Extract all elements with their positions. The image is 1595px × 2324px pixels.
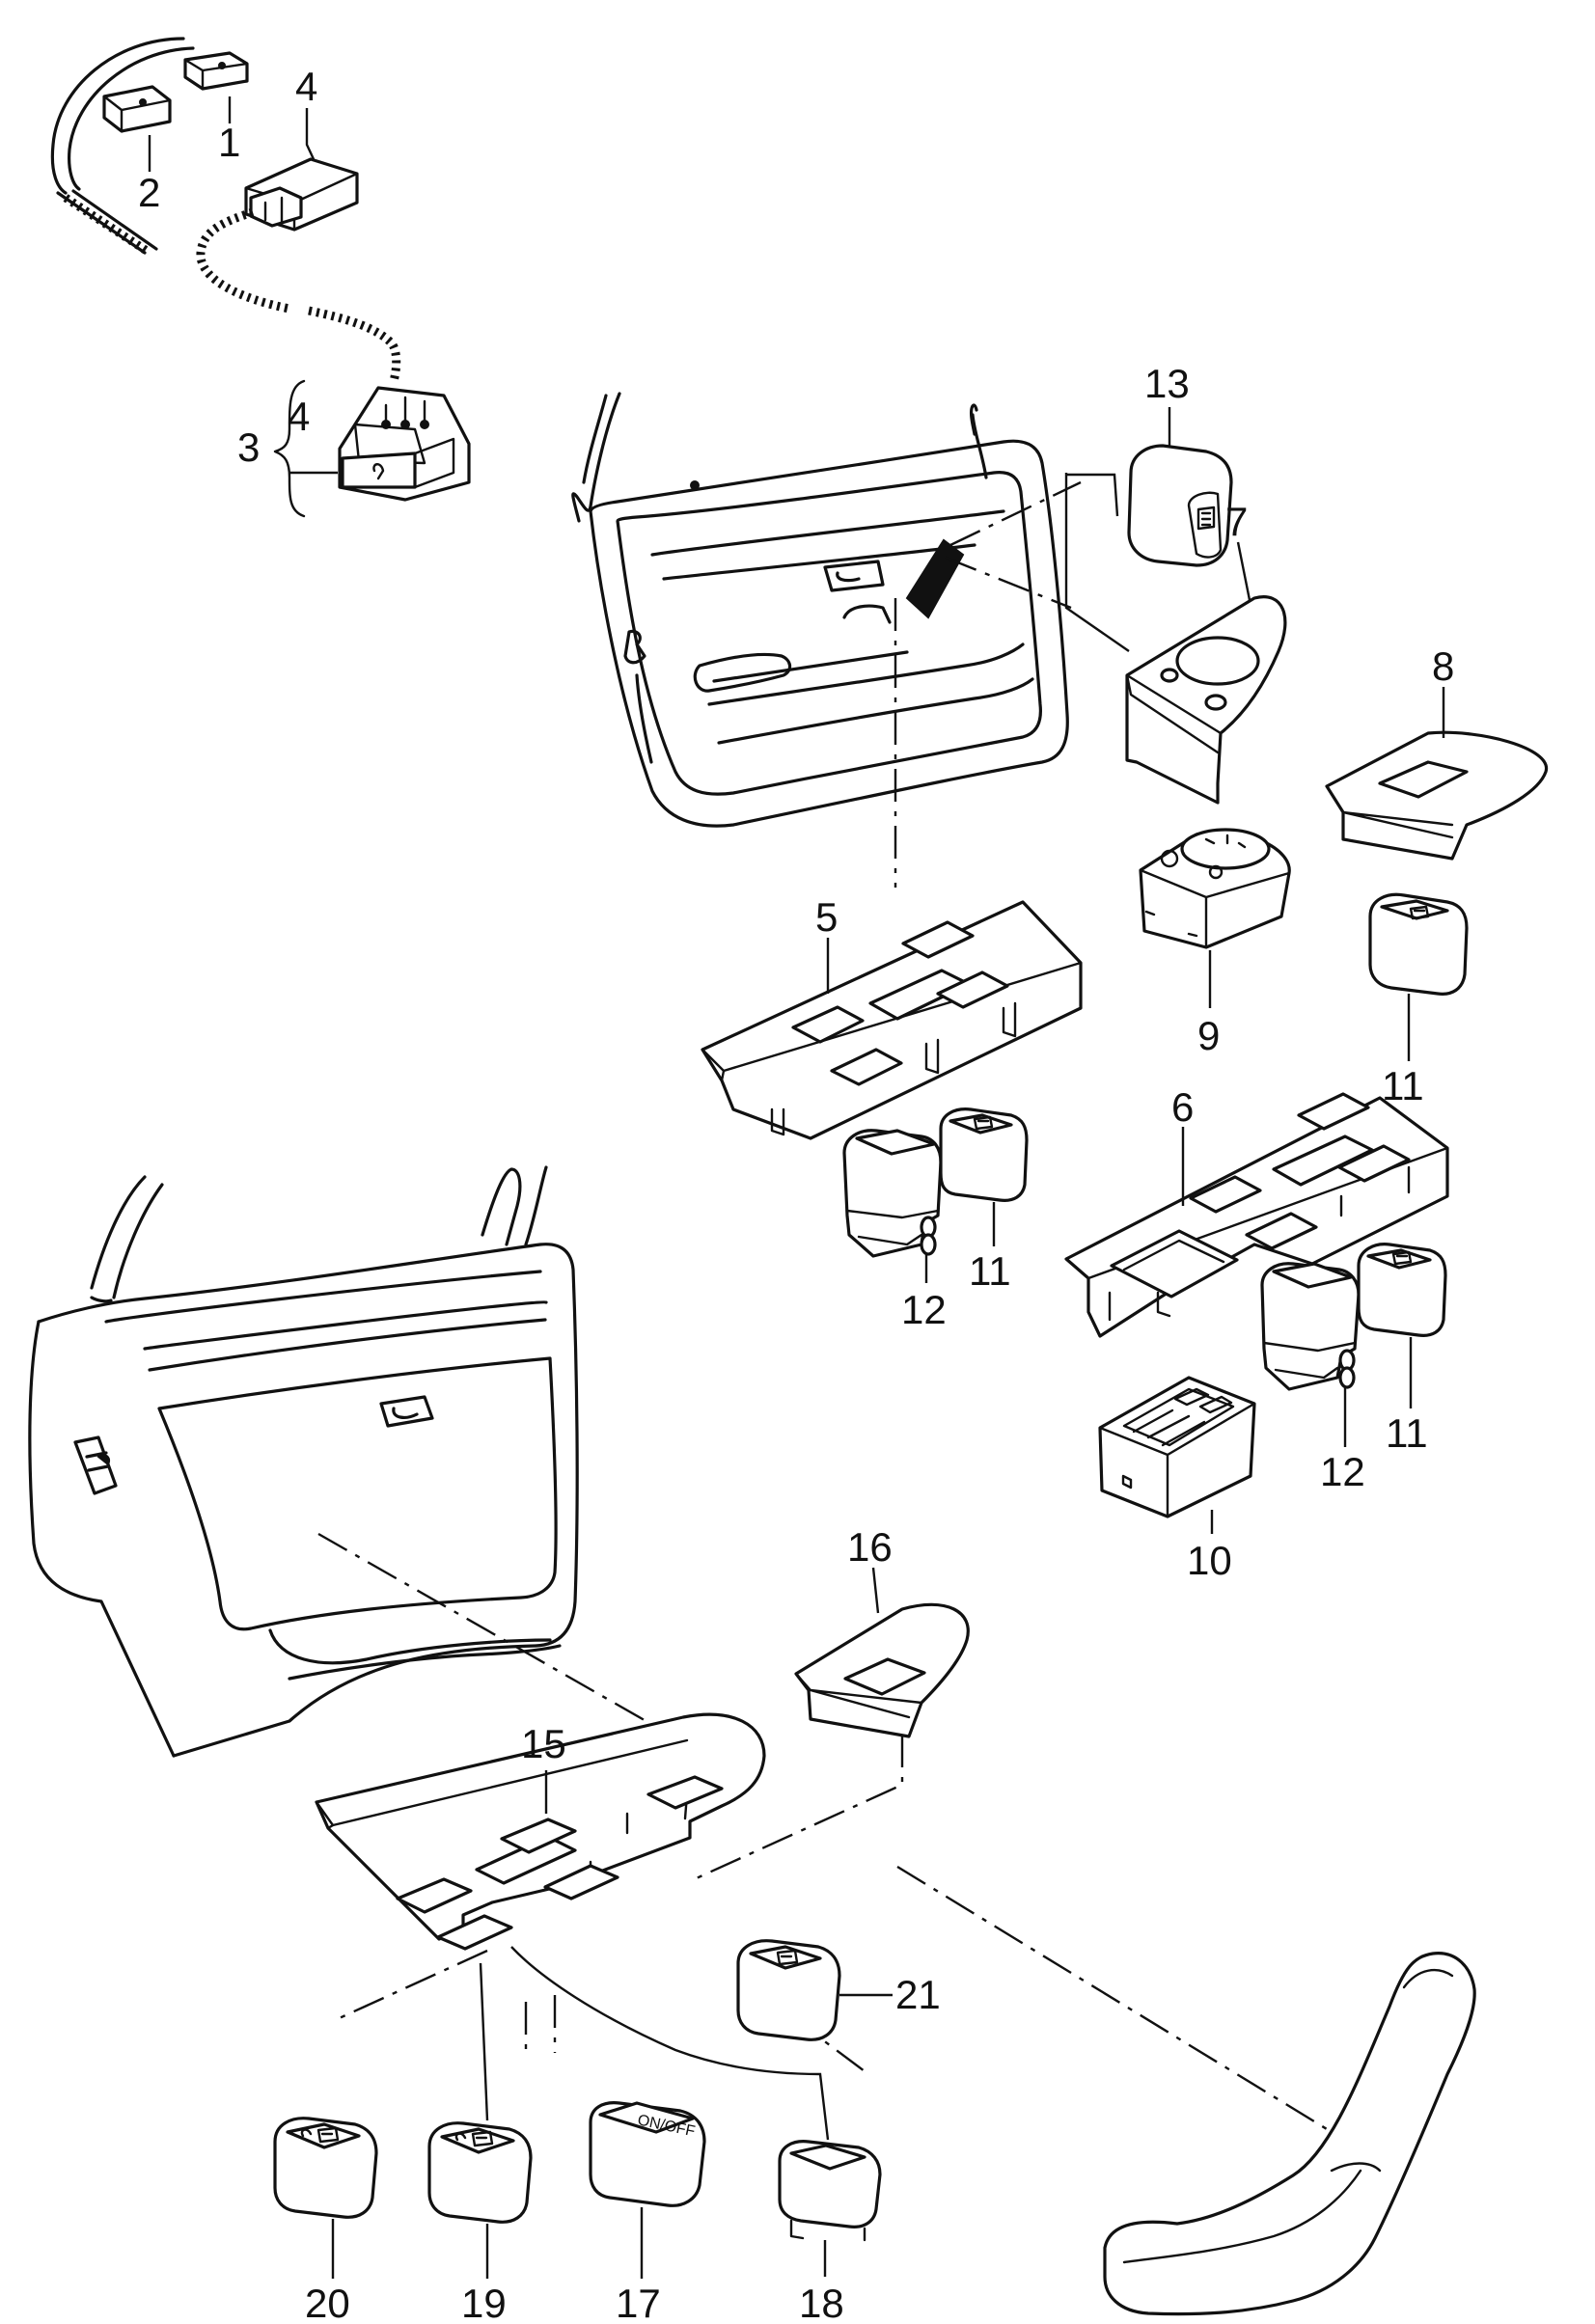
callout-10: 10	[1187, 1538, 1232, 1583]
callout-4: 4	[295, 64, 317, 109]
callout-12-right: 12	[1320, 1449, 1365, 1494]
callout-19: 19	[461, 2281, 507, 2324]
switch-part-11-top	[1368, 892, 1469, 1061]
armrest-part	[1103, 1952, 1476, 2316]
callout-1: 1	[218, 120, 240, 165]
callout-11-top: 11	[1382, 1063, 1424, 1108]
callout-3: 3	[237, 424, 260, 470]
panel-part-7	[1125, 541, 1287, 805]
switch-part-19	[427, 1962, 533, 2279]
callout-13: 13	[1144, 361, 1190, 406]
projection-lines-rear	[317, 1532, 1333, 2134]
cable-harness	[196, 207, 401, 383]
callout-labels: 1 2 3 4 4 5 6 7 8 9 10 11 11 11 12 12 13…	[138, 64, 1454, 2324]
panel-part-6	[1064, 1092, 1449, 1338]
panel-part-16	[794, 1567, 970, 1738]
panel-part-8	[1325, 687, 1548, 861]
switch-part-10	[1098, 1376, 1256, 1534]
connector-part-1	[183, 51, 249, 91]
callout-16: 16	[847, 1524, 893, 1570]
panel-part-15	[315, 1712, 766, 1951]
callout-2: 2	[138, 170, 160, 215]
callout-9: 9	[1197, 1013, 1220, 1058]
wiring-loop	[50, 37, 195, 257]
switch-part-13	[1127, 407, 1233, 567]
switch-part-11-mid	[939, 1107, 1029, 1246]
connector-part-2	[102, 85, 172, 133]
callout-20: 20	[305, 2281, 350, 2324]
callout-6: 6	[1171, 1084, 1194, 1130]
callout-11-mid: 11	[969, 1248, 1011, 1294]
switch-part-12-left	[842, 1129, 943, 1283]
callout-17: 17	[616, 2281, 661, 2324]
callout-5: 5	[815, 894, 838, 940]
callout-7: 7	[1225, 499, 1248, 544]
callout-3-sub-4: 4	[288, 394, 310, 439]
switch-part-17: ON/OFF	[589, 2101, 706, 2279]
front-door-illustration	[571, 392, 1069, 828]
panel-part-5	[701, 900, 1083, 1140]
callout-21: 21	[895, 1972, 941, 2017]
switch-part-20	[273, 2117, 378, 2279]
callout-11-low: 11	[1386, 1410, 1428, 1456]
callout-18: 18	[799, 2281, 844, 2324]
callout-12-left: 12	[901, 1287, 947, 1332]
switch-part-9	[1139, 828, 1291, 1008]
callout-8: 8	[1432, 643, 1454, 689]
callout-brace-3	[273, 379, 338, 518]
switch-part-12-right	[1260, 1262, 1361, 1447]
projection-lines-front	[894, 473, 1130, 888]
switch-part-3	[338, 386, 471, 502]
rear-door-illustration	[28, 1165, 579, 1758]
switch-part-11-low	[1357, 1243, 1447, 1408]
connector-part-4	[244, 157, 359, 232]
switch-part-21	[736, 1939, 893, 2041]
callout-15: 15	[521, 1721, 566, 1766]
switch-part-18	[510, 1946, 882, 2277]
leader-lines-top-left	[148, 96, 316, 172]
